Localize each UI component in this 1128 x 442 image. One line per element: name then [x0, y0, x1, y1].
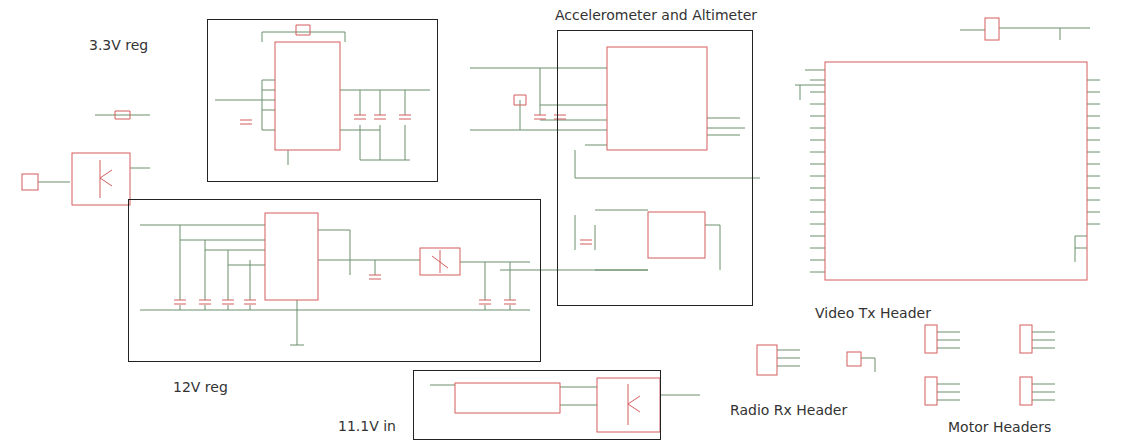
header-symbol: [925, 377, 937, 405]
block-heading: Accelerometer and Altimeter: [555, 7, 757, 23]
jack-symbol: [597, 378, 660, 432]
region-box: 3.3V reg: [207, 19, 438, 182]
microcontroller-ic: [825, 62, 1087, 280]
connector-ic: [455, 383, 560, 413]
region-box: 12V reg: [128, 199, 541, 362]
header-label: Radio Rx Header: [730, 402, 847, 418]
header-symbol: [1020, 325, 1032, 353]
connector-symbol: [22, 174, 38, 190]
component-symbols: [100, 25, 592, 304]
block-heading: 12V reg: [173, 379, 228, 395]
regulator-ic: [265, 213, 318, 300]
header-symbol: [757, 345, 777, 375]
mosfet-symbol: [420, 248, 460, 275]
header-label: Motor Headers: [948, 419, 1051, 435]
header-symbol: [925, 325, 937, 353]
header-symbol: [847, 352, 861, 366]
region-box: 11.1V in: [413, 370, 661, 440]
header-label: Video Tx Header: [815, 305, 931, 321]
regulator-ic: [275, 42, 340, 150]
header-symbol: [1020, 377, 1032, 405]
header-symbol: [985, 18, 999, 40]
block-heading: 11.1V in: [338, 418, 396, 434]
region-box: Accelerometer and Altimeter: [557, 30, 753, 306]
jack-detail: [628, 384, 640, 425]
block-heading: 3.3V reg: [89, 37, 148, 53]
sensor-ic: [607, 47, 707, 150]
sensor-ic: [648, 212, 705, 258]
jack-symbol: [72, 153, 130, 205]
wire-net: [38, 28, 1100, 405]
